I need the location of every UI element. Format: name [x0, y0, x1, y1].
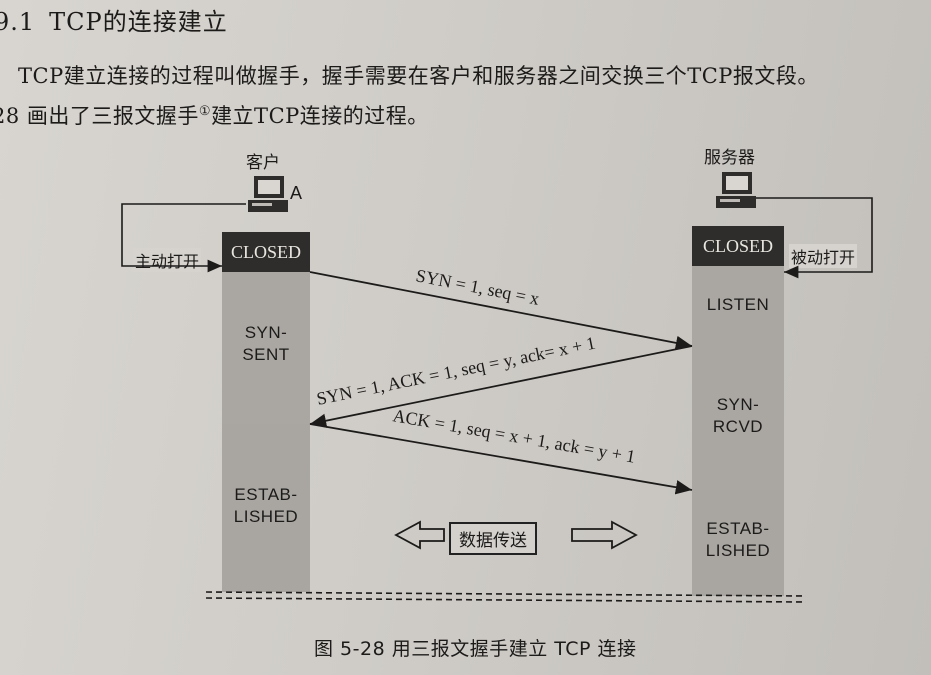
server-computer-icon [716, 172, 756, 208]
timeline-dashes-2 [205, 597, 807, 603]
paragraph-line-2-end: 建立TCP连接的过程。 [211, 104, 429, 128]
arrow-syn-ack [309, 345, 693, 428]
message-syn: SYN = 1, seq = x [414, 265, 541, 309]
server-label: 服务器 [704, 148, 755, 168]
server-column-established [692, 490, 784, 596]
arrow-syn [309, 271, 693, 350]
client-column-syn-sent [222, 272, 310, 424]
section-heading: 9.1 TCP的连接建立 [0, 2, 228, 37]
paragraph-line-2-start: 28 画出了三报文握手 [0, 104, 199, 128]
server-state-established: ESTAB-LISHED [705, 519, 771, 560]
data-transfer-box: 数据传送 [449, 522, 537, 555]
server-column-listen [692, 266, 784, 346]
section-number: 9.1 [0, 8, 36, 36]
server-state-listen: LISTEN [706, 295, 770, 314]
message-ack: ACK = 1, seq = x + 1, ack = y + 1 [391, 405, 637, 467]
client-open-loop [121, 203, 246, 273]
client-state-established: ESTAB-LISHED [233, 485, 299, 526]
client-state-syn-sent: SYN-SENT [242, 323, 290, 364]
double-arrow-icon [394, 520, 638, 550]
client-column-established [222, 424, 310, 592]
client-label: 客户 [246, 153, 280, 173]
paragraph-line-2: 28 画出了三报文握手①建立TCP连接的过程。 [0, 100, 429, 130]
timeline-dashes-1 [205, 591, 807, 597]
arrow-ack [309, 423, 693, 495]
footnote-mark: ① [198, 104, 212, 119]
server-column-syn-rcvd [692, 346, 784, 490]
server-open-loop [756, 197, 873, 279]
section-title: TCP的连接建立 [49, 8, 228, 36]
message-syn-ack: SYN = 1, ACK = 1, seq = y, ack= x + 1 [315, 333, 597, 409]
server-state-closed: CLOSED [692, 226, 784, 266]
paragraph-line-1: TCP建立连接的过程叫做握手，握手需要在客户和服务器之间交换三个TCP报文段。 [18, 64, 819, 88]
server-state-syn-rcvd: SYN-RCVD [712, 395, 764, 436]
passive-open-label: 被动打开 [789, 244, 858, 268]
client-computer-icon [248, 176, 288, 212]
client-letter: A [290, 183, 303, 203]
figure-caption: 图 5-28 用三报文握手建立 TCP 连接 [314, 638, 637, 660]
client-state-closed: CLOSED [222, 232, 310, 272]
